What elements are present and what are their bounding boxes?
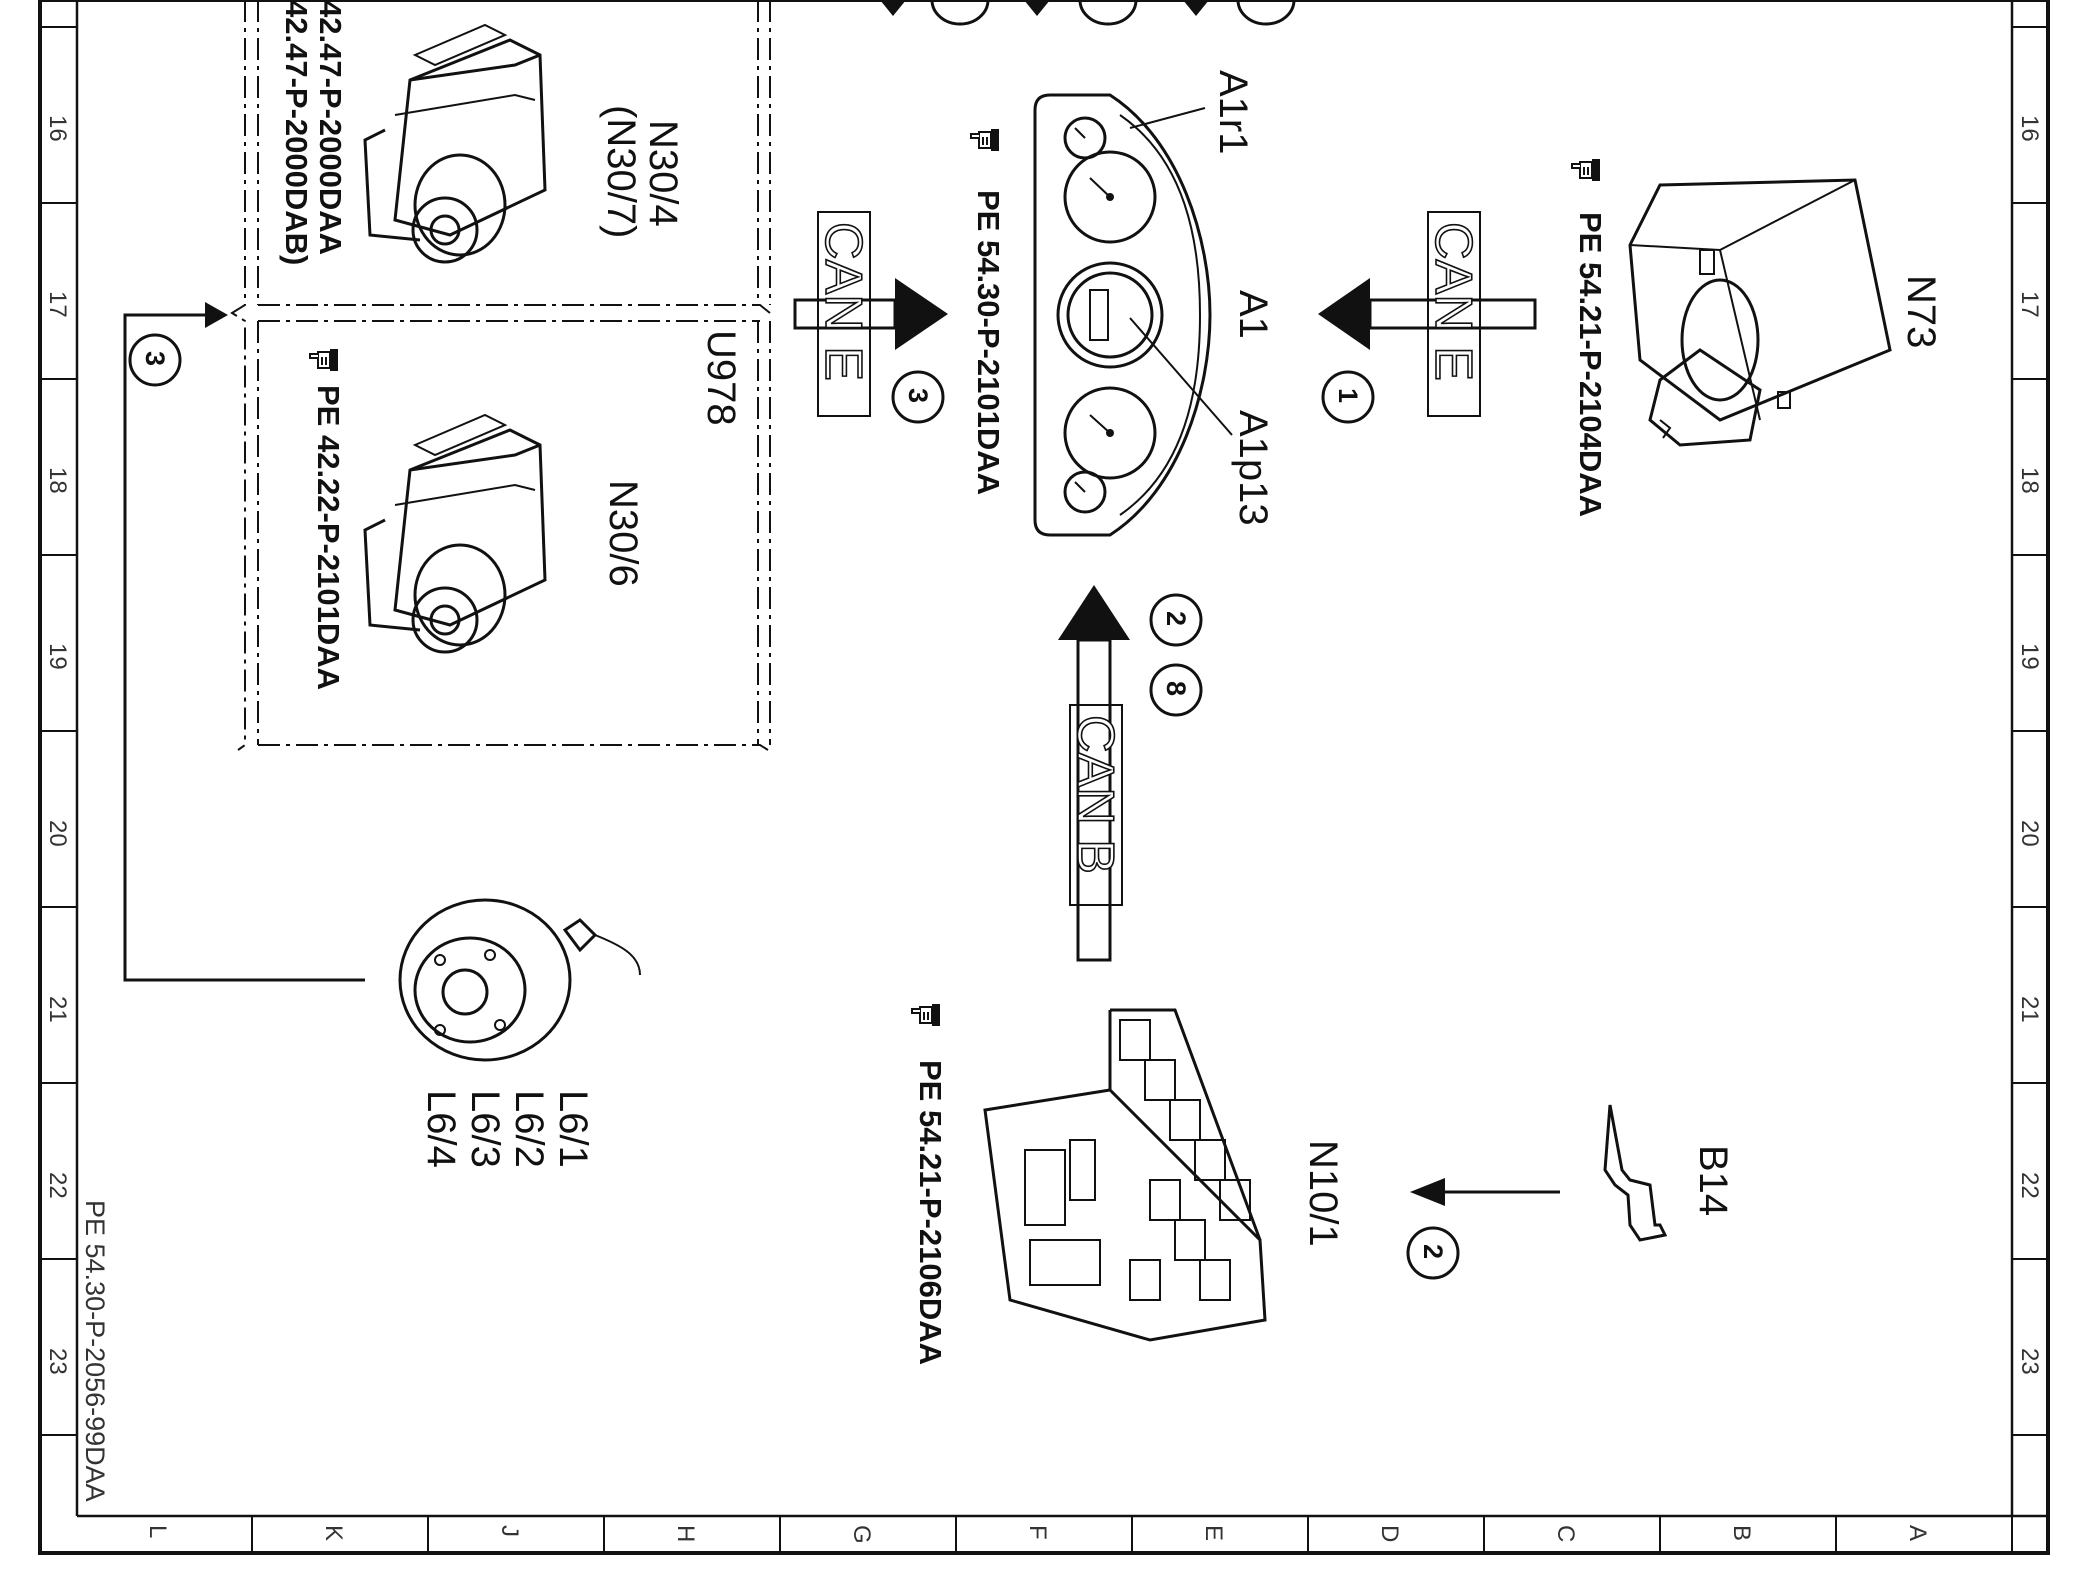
col-F: F <box>1024 1525 1051 1540</box>
a1r1-label: A1r1 <box>1211 70 1255 155</box>
left-row-labels: 16 17 18 19 20 21 22 23 <box>44 115 71 1375</box>
document-id: PE 54.30-P-2056-99DAA <box>80 1200 110 1502</box>
reference-hand-icon <box>1571 158 1601 182</box>
can-b-signal-1: 2 <box>1161 611 1191 626</box>
n30-4-unit: N30/4 (N30/7) 42.47-P-2000DAA 42.47-P-20… <box>279 0 685 265</box>
n30-6-ref: PE 42.22-P-2101DAA <box>311 385 346 690</box>
can-e-right-label: CAN E <box>1424 222 1482 381</box>
can-b-bus: CAN B 2 8 <box>1058 585 1203 962</box>
n73-ref: PE 54.21-P-2104DAA <box>1573 212 1608 517</box>
col-J: J <box>496 1525 523 1537</box>
n73-label: N73 <box>1899 275 1943 348</box>
col-C: C <box>1552 1525 1579 1542</box>
reference-hand-icon <box>911 1003 941 1027</box>
right-row-22: 22 <box>2016 1172 2043 1199</box>
u978-label: U978 <box>699 330 743 426</box>
a1-ref: PE 54.30-P-2101DAA <box>971 190 1006 495</box>
left-row-18: 18 <box>44 467 71 494</box>
column-labels: L K J H G F E D C B A <box>144 1525 1931 1544</box>
can-e-left-signal: 3 <box>903 388 933 403</box>
can-e-right-bus: CAN E 1 <box>1318 211 1537 424</box>
right-row-17: 17 <box>2016 291 2043 318</box>
left-row-17: 17 <box>44 291 71 318</box>
u978-group-box: U978 <box>230 0 771 751</box>
can-e-right-signal: 1 <box>1333 388 1363 403</box>
right-row-20: 20 <box>2016 820 2043 847</box>
col-H: H <box>672 1525 699 1542</box>
left-row-22: 22 <box>44 1172 71 1199</box>
col-K: K <box>320 1525 347 1541</box>
wheel-signal-3: 3 <box>140 351 170 366</box>
col-L: L <box>144 1525 171 1538</box>
l6-2-label: L6/2 <box>507 1090 551 1168</box>
col-G: G <box>848 1525 875 1544</box>
b14-signal: 2 <box>1418 1244 1448 1259</box>
sam-module-n10-1: N10/1 PE 54.21-P-2106DAA <box>911 1003 1345 1365</box>
n30-4-ref-1: 42.47-P-2000DAA <box>313 0 348 255</box>
left-row-16: 16 <box>44 115 71 142</box>
right-grid-ticks <box>2012 26 2048 1436</box>
bottom-grid-ticks <box>251 1516 2013 1553</box>
l6-1-label: L6/1 <box>551 1090 595 1168</box>
right-row-19: 19 <box>2016 643 2043 670</box>
n10-1-ref: PE 54.21-P-2106DAA <box>913 1060 948 1365</box>
top-partial-symbols <box>880 0 1296 26</box>
n30-4-ref-2: 42.47-P-2000DAB) <box>279 0 314 265</box>
left-row-19: 19 <box>44 643 71 670</box>
col-A: A <box>1904 1525 1931 1541</box>
right-row-labels: 16 17 18 19 20 21 22 23 <box>2016 115 2043 1375</box>
instrument-cluster-a1: A1r1 A1 A1p13 PE 54.30-P-2101DAA <box>970 70 1275 537</box>
can-e-left-bus: CAN E 3 <box>793 211 948 424</box>
n30-6-unit: N30/6 PE 42.22-P-2101DAA <box>309 348 645 690</box>
right-row-21: 21 <box>2016 996 2043 1023</box>
ignition-switch-n73: N73 PE 54.21-P-2104DAA <box>1571 158 1943 517</box>
b14-label: B14 <box>1691 1145 1735 1216</box>
left-row-20: 20 <box>44 820 71 847</box>
can-b-label: CAN B <box>1066 715 1124 874</box>
n10-1-label: N10/1 <box>1301 1140 1345 1247</box>
b14-sensor: 2 B14 <box>1406 1104 1735 1280</box>
l6-4-label: L6/4 <box>419 1090 463 1168</box>
left-row-23: 23 <box>44 1348 71 1375</box>
left-grid-ticks <box>40 26 77 1436</box>
abs-unit-drawing-1 <box>363 23 547 264</box>
drawing-frame <box>38 0 2050 1555</box>
col-B: B <box>1728 1525 1755 1541</box>
reference-hand-icon <box>309 348 339 372</box>
l6-3-label: L6/3 <box>463 1090 507 1168</box>
abs-unit-drawing-2 <box>363 413 547 654</box>
can-e-left-label: CAN E <box>814 222 872 381</box>
a1-label: A1 <box>1231 290 1275 339</box>
col-E: E <box>1200 1525 1227 1541</box>
right-row-23: 23 <box>2016 1348 2043 1375</box>
wheel-speed-sensor-l6: 3 L6/1 L6/2 L6/3 L6/4 <box>123 302 641 1168</box>
n30-4-label: N30/4 <box>641 120 685 227</box>
right-row-16: 16 <box>2016 115 2043 142</box>
n30-6-label: N30/6 <box>601 480 645 587</box>
reference-hand-icon <box>970 128 1000 152</box>
can-b-signal-2: 8 <box>1161 681 1191 696</box>
col-D: D <box>1376 1525 1403 1542</box>
right-row-18: 18 <box>2016 467 2043 494</box>
a1p13-label: A1p13 <box>1231 410 1275 526</box>
left-row-21: 21 <box>44 996 71 1023</box>
n30-7-label: (N30/7) <box>599 105 643 238</box>
